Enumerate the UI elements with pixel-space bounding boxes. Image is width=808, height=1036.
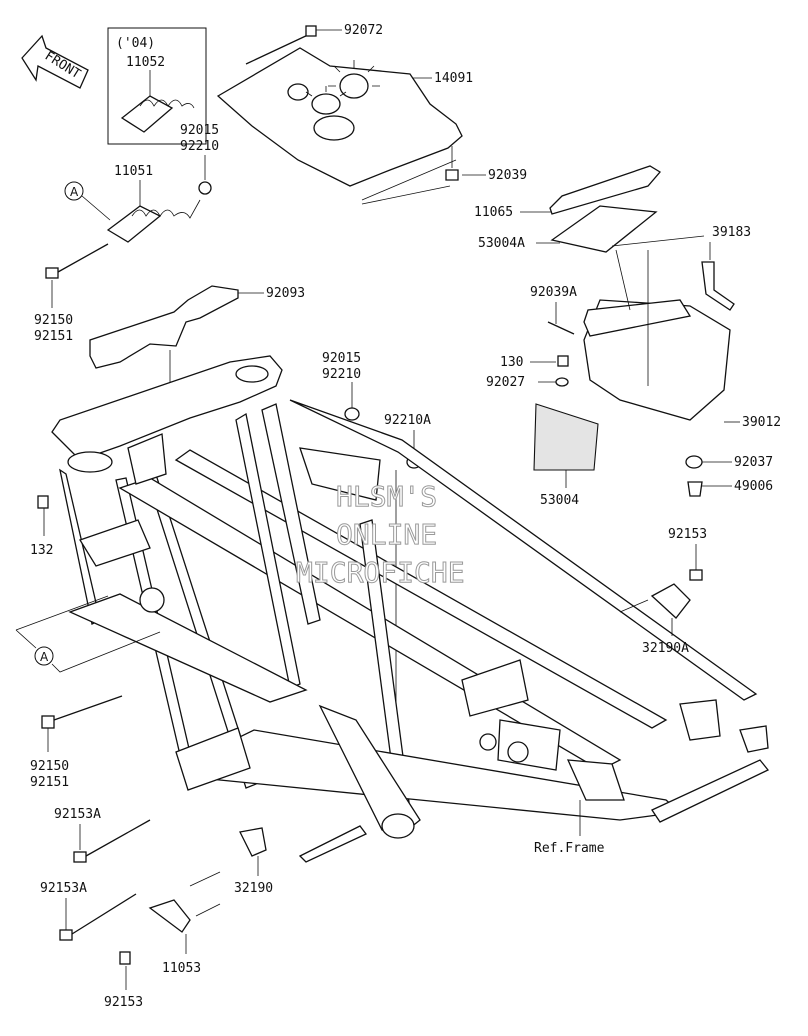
watermark-line-1: HLSM'S xyxy=(336,480,437,513)
label-11051: 11051 xyxy=(114,164,153,179)
label-130: 130 xyxy=(500,355,523,370)
label-92150-b: 92150 xyxy=(30,759,69,774)
callout-a-upper: A xyxy=(70,185,79,199)
watermark-line-3: MICROFICHE xyxy=(296,556,465,589)
label-92015-a: 92015 xyxy=(180,123,219,138)
sheet-53004: 53004 xyxy=(533,403,599,508)
label-92039: 92039 xyxy=(488,168,527,183)
label-92072: 92072 xyxy=(344,23,383,38)
front-direction-arrow: FRONT xyxy=(21,34,89,89)
label-132: 132 xyxy=(30,543,53,558)
label-92153-a: 92153 xyxy=(668,527,707,542)
label-14091: 14091 xyxy=(434,71,473,86)
label-39183: 39183 xyxy=(712,225,751,240)
label-92210-b: 92210 xyxy=(322,367,361,382)
bracket-32190: 32190 xyxy=(189,827,273,896)
label-92151-b: 92151 xyxy=(30,775,69,790)
label-92153-b: 92153 xyxy=(104,995,143,1010)
bolt-92153A-upper: 92153A xyxy=(54,807,151,863)
label-39012: 39012 xyxy=(742,415,781,430)
ref-frame-note: Ref.Frame xyxy=(534,800,605,856)
pad-11065: 11065 xyxy=(474,165,661,220)
cap-49006: 49006 xyxy=(687,479,773,497)
label-92093: 92093 xyxy=(266,286,305,301)
bolt-92039A: 92039A xyxy=(530,285,577,335)
variant-note: ('04) xyxy=(116,36,155,51)
watermark-line-2: ONLINE xyxy=(336,518,437,551)
label-92150-a: 92150 xyxy=(34,313,73,328)
label-92015-b: 92015 xyxy=(322,351,361,366)
clamp-92037: 92037 xyxy=(685,455,773,470)
bolt-130: 130 xyxy=(500,355,569,370)
pad-53004A: 53004A xyxy=(478,205,658,253)
label-11065: 11065 xyxy=(474,205,513,220)
label-11052: 11052 xyxy=(126,55,165,70)
label-92153A-a: 92153A xyxy=(54,807,101,822)
bolt-92150-upper: 92150 92151 xyxy=(34,243,109,344)
main-frame xyxy=(51,355,770,863)
bolt-92072: 92072 xyxy=(245,23,383,65)
washer-92027: 92027 xyxy=(486,375,569,390)
bolt-92153A-lower: 92153A xyxy=(40,881,137,941)
label-32190: 32190 xyxy=(234,881,273,896)
label-92210A: 92210A xyxy=(384,413,431,428)
callout-a-lower-label: A xyxy=(40,650,49,664)
nut-92039: 92039 xyxy=(445,146,527,183)
bracket-11053: 11053 xyxy=(148,899,221,976)
ref-frame-label: Ref.Frame xyxy=(534,841,605,856)
label-32190A: 32190A xyxy=(642,641,689,656)
callout-a-lower: A xyxy=(15,595,161,673)
bracket-11051: 11051 A xyxy=(64,164,201,243)
bracket-32190A: 32190A xyxy=(619,583,691,656)
label-92027: 92027 xyxy=(486,375,525,390)
watermark: HLSM'S ONLINE MICROFICHE xyxy=(296,480,466,590)
bracket-39183: 39183 xyxy=(611,225,751,311)
bolt-92153-lower: 92153 xyxy=(104,951,143,1010)
nut-92015-upper: 92015 92210 xyxy=(180,123,219,195)
cover-14091: 14091 xyxy=(216,47,473,201)
label-49006: 49006 xyxy=(734,479,773,494)
label-53004A: 53004A xyxy=(478,236,525,251)
bolt-92150-lower: 92150 92151 xyxy=(30,695,123,790)
bolt-132: 132 xyxy=(30,495,53,558)
variant-box: ('04) 11052 xyxy=(107,27,207,145)
label-92210-a: 92210 xyxy=(180,139,219,154)
label-53004: 53004 xyxy=(540,493,579,508)
nut-92015-mid: 92015 92210 xyxy=(322,351,361,421)
bolt-92153-right: 92153 xyxy=(668,527,707,581)
box-39012: 39012 xyxy=(583,249,781,430)
label-92153A-b: 92153A xyxy=(40,881,87,896)
label-92039A: 92039A xyxy=(530,285,577,300)
label-92151-a: 92151 xyxy=(34,329,73,344)
cover-leaders xyxy=(361,185,451,205)
label-92037: 92037 xyxy=(734,455,773,470)
label-11053: 11053 xyxy=(162,961,201,976)
